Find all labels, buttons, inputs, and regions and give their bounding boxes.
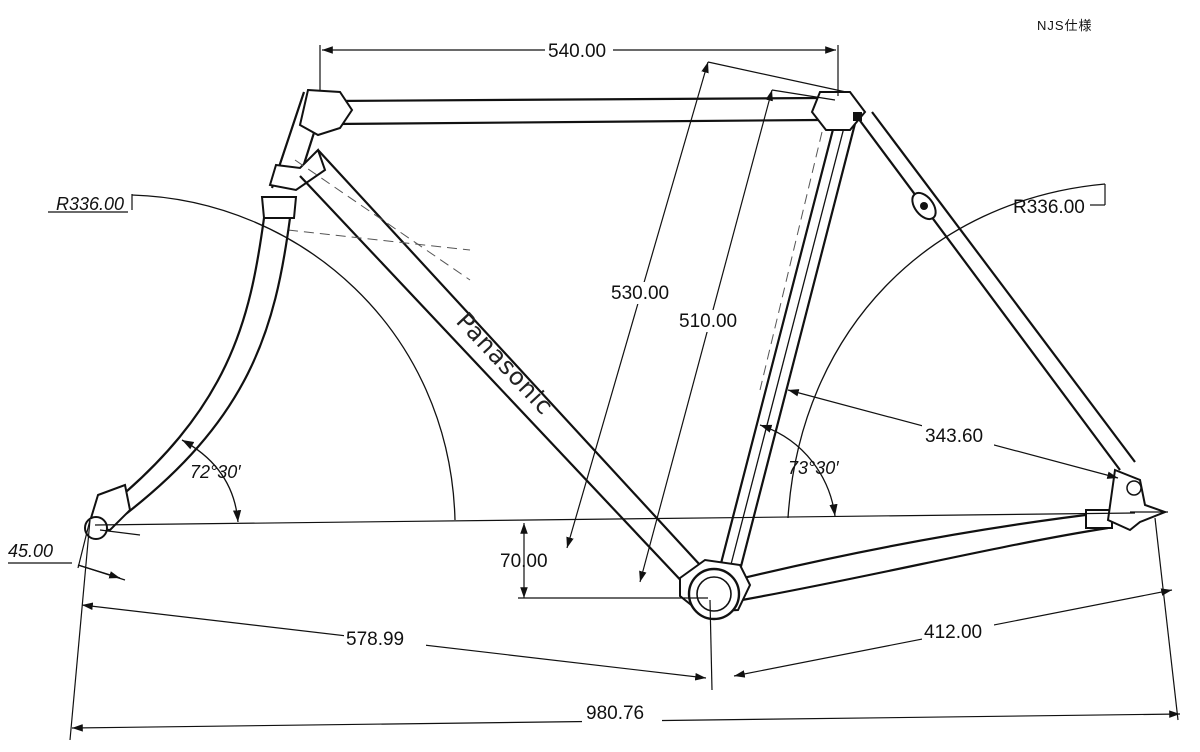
head-angle-arc [181,439,242,523]
rear-dropout [1106,468,1168,532]
front-radius-label: R336.00 [56,194,124,214]
rear-radius-label: R336.00 [1013,197,1085,218]
wheelbase-length: 980.76 [586,703,644,724]
head-angle-label: 72°30′ [190,462,241,482]
top-tube-length: 540.00 [548,41,606,62]
front-radius-arc [131,194,456,521]
seat-tube-ct-length: 530.00 [611,283,669,304]
rear-center-length: 343.60 [925,426,983,447]
head-tube [268,88,354,192]
fork-offset-label: 45.00 [8,541,53,561]
bb-drop-label: 70.00 [500,551,548,572]
brand-lettering: Panasonic [451,307,560,421]
chain-stay [734,509,1113,602]
seat-lug [810,91,867,131]
bicycle-frame: Panasonic [84,88,1168,621]
bottom-bracket [679,558,752,621]
spec-note: NJS仕様 [1037,18,1093,33]
top-tube [329,96,821,126]
front-center-length: 578.99 [346,629,404,650]
fork [84,196,298,540]
seat-stay [857,111,1136,471]
seat-tube-cc-length: 510.00 [679,311,737,332]
chainstay-length: 412.00 [924,622,982,643]
seat-tube [716,109,860,579]
seat-tube-ct-dimension-line [566,61,709,549]
seat-tube-cc-dimension-line [639,89,773,583]
seat-angle-label: 73°30′ [788,458,839,478]
